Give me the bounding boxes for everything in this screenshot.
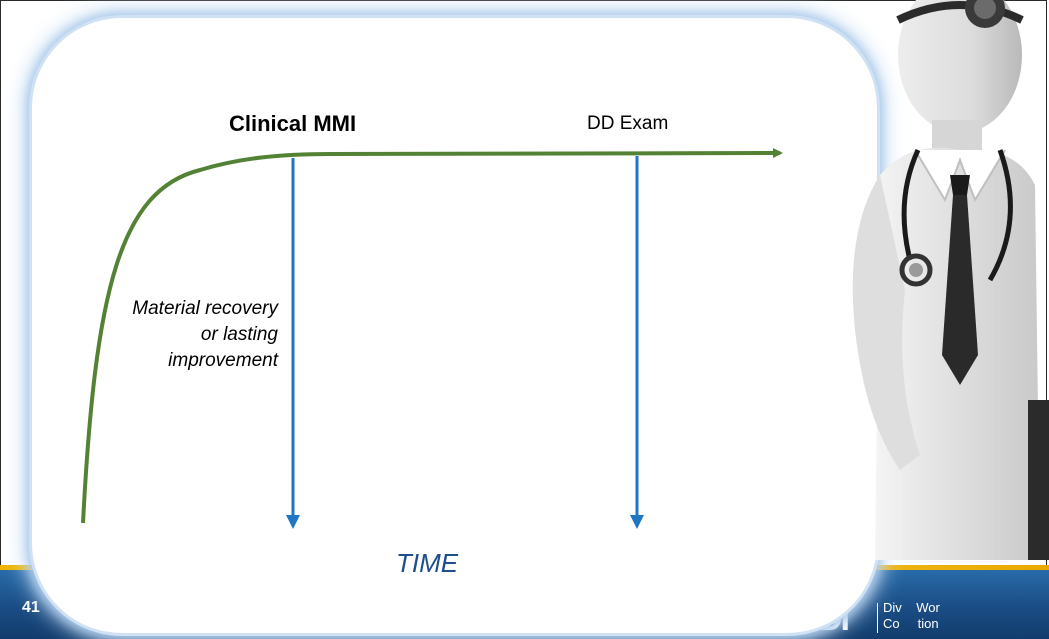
necktie bbox=[942, 195, 978, 385]
slide-number: 41 bbox=[22, 599, 40, 616]
content-card bbox=[32, 18, 877, 633]
dd-exam-label: DD Exam bbox=[587, 113, 669, 134]
briefcase bbox=[1028, 400, 1049, 560]
stethoscope-icon bbox=[901, 148, 921, 261]
logo-divider bbox=[877, 603, 878, 633]
material-recovery-text: Material recovery or lasting improvement bbox=[132, 298, 278, 371]
doctor-figure-image bbox=[852, 0, 1049, 560]
recovery-curve bbox=[81, 148, 783, 524]
organization-name-text: Div Wor Co tion bbox=[883, 600, 940, 631]
time-axis-label: TIME bbox=[396, 548, 459, 578]
doctor-head bbox=[898, 0, 1022, 133]
clinical-mmi-label: Clinical MMI bbox=[229, 111, 357, 136]
